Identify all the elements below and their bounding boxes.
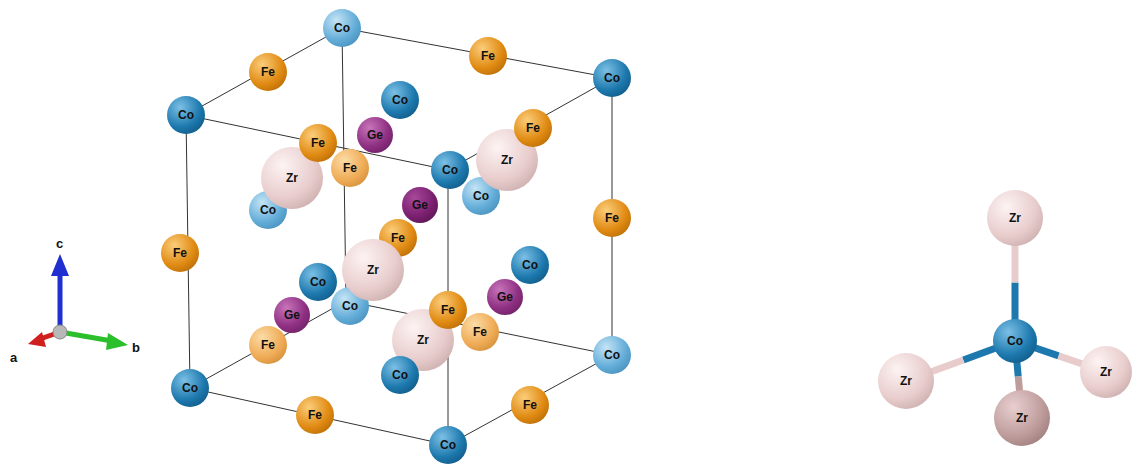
atom-label: Fe — [308, 409, 322, 421]
atom-sphere: Fe — [299, 124, 337, 162]
atom-label: Co — [473, 190, 489, 202]
atom-sphere: Ge — [274, 297, 310, 333]
atom-sphere: Fe — [514, 109, 552, 147]
atom-label: Co — [1007, 335, 1023, 347]
atom-label: Co — [522, 259, 538, 271]
atom-label: Fe — [261, 66, 275, 78]
atom-label: Zr — [1016, 412, 1028, 424]
atom-sphere: Co — [323, 9, 361, 47]
atom-sphere: Co — [593, 59, 631, 97]
atom-label: Zr — [1100, 366, 1112, 378]
atom-sphere: Zr — [1080, 346, 1132, 398]
atom-sphere: Zr — [987, 190, 1043, 246]
atom-label: Zr — [1009, 212, 1021, 224]
atom-sphere: Co — [381, 356, 419, 394]
atom-sphere: Zr — [878, 353, 934, 409]
atom-sphere: Fe — [593, 199, 631, 237]
atom-sphere: Co — [593, 336, 631, 374]
atom-sphere: Fe — [469, 37, 507, 75]
atom-label: Co — [604, 349, 620, 361]
atom-label: Zr — [367, 264, 379, 276]
atom-label: Co — [440, 439, 456, 451]
atom-label: Fe — [391, 232, 405, 244]
atom-label: Fe — [441, 304, 455, 316]
atom-label: Co — [334, 22, 350, 34]
atom-sphere: Co — [171, 369, 209, 407]
atom-label: Co — [342, 300, 358, 312]
atom-label: Fe — [261, 339, 275, 351]
atom-sphere: Co — [167, 96, 205, 134]
atom-label: Co — [392, 94, 408, 106]
atom-label: Fe — [311, 137, 325, 149]
atom-sphere: Co — [299, 263, 337, 301]
atom-sphere: Zr — [994, 390, 1050, 446]
atom-label: Co — [392, 369, 408, 381]
atom-label: Zr — [417, 334, 429, 346]
atom-label: Co — [182, 382, 198, 394]
atom-sphere: Ge — [357, 117, 393, 153]
atom-label: Co — [260, 204, 276, 216]
atom-sphere: Co — [993, 319, 1037, 363]
atom-sphere: Fe — [461, 313, 499, 351]
atom-label: Ge — [412, 199, 428, 211]
atom-label: Co — [604, 72, 620, 84]
axis-label: a — [10, 350, 17, 365]
atom-label: Zr — [501, 154, 513, 166]
atom-label: Zr — [900, 375, 912, 387]
atom-sphere: Fe — [511, 386, 549, 424]
atom-sphere: Fe — [249, 53, 287, 91]
atom-label: Fe — [523, 399, 537, 411]
atom-label: Ge — [367, 129, 383, 141]
atom-sphere: Co — [429, 426, 467, 464]
atom-label: Co — [310, 276, 326, 288]
atom-sphere: Fe — [331, 149, 369, 187]
axis-label: b — [132, 340, 140, 355]
atom-label: Fe — [473, 326, 487, 338]
atom-label: Ge — [497, 291, 513, 303]
atom-sphere: Fe — [249, 326, 287, 364]
atom-sphere: Zr — [342, 239, 404, 301]
atom-label: Co — [178, 109, 194, 121]
atom-sphere: Co — [511, 246, 549, 284]
atom-label: Fe — [526, 122, 540, 134]
atom-label: Fe — [605, 212, 619, 224]
atom-label: Ge — [284, 309, 300, 321]
axis-label: c — [56, 236, 63, 251]
atom-label: Fe — [481, 50, 495, 62]
atom-label: Fe — [173, 247, 187, 259]
atom-sphere: Fe — [296, 396, 334, 434]
atom-sphere: Co — [431, 151, 469, 189]
atom-label: Zr — [286, 172, 298, 184]
atom-sphere: Fe — [161, 234, 199, 272]
atom-sphere: Ge — [402, 187, 438, 223]
atom-label: Fe — [343, 162, 357, 174]
atom-sphere: Ge — [487, 279, 523, 315]
atom-sphere: Fe — [429, 291, 467, 329]
atom-label: Co — [442, 164, 458, 176]
atom-sphere: Co — [381, 81, 419, 119]
